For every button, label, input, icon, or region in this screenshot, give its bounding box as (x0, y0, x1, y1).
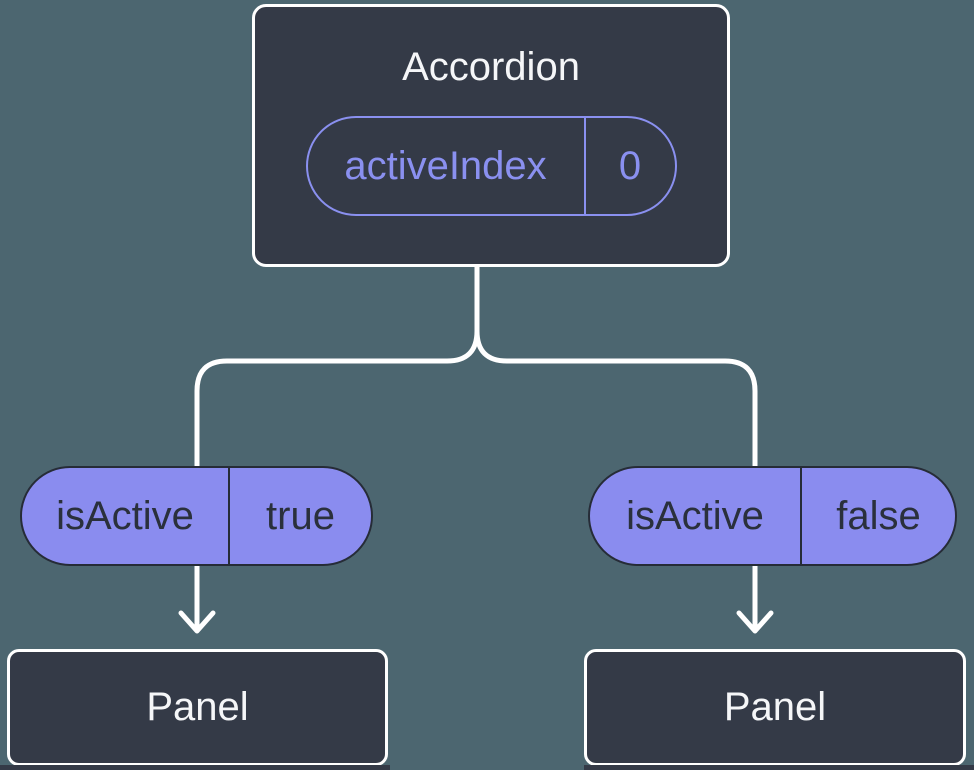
panel-bottom-strip (584, 765, 974, 770)
prop-name: activeIndex (308, 118, 586, 214)
panel-bottom-strip (0, 765, 390, 770)
panel-title: Panel (146, 685, 249, 729)
prop-name: isActive (590, 468, 802, 564)
panel-node-right: Panel (584, 649, 966, 766)
prop-value: false (836, 493, 921, 538)
branch-line-right (474, 262, 758, 631)
is-active-false-pill: isActive false (588, 466, 957, 566)
prop-name: isActive (22, 468, 230, 564)
panel-title: Panel (723, 685, 827, 729)
branch-line-left (194, 262, 480, 631)
prop-value: 0 (618, 143, 642, 188)
accordion-title: Accordion (402, 45, 580, 89)
accordion-node: Accordion activeIndex 0 (252, 4, 730, 267)
is-active-true-pill: isActive true (20, 466, 373, 566)
prop-value: true (266, 493, 335, 538)
arrow-down-icon (178, 610, 216, 634)
active-index-prop-pill: activeIndex 0 (305, 116, 677, 216)
arrow-down-icon (736, 610, 774, 634)
panel-node-left: Panel (7, 649, 388, 766)
